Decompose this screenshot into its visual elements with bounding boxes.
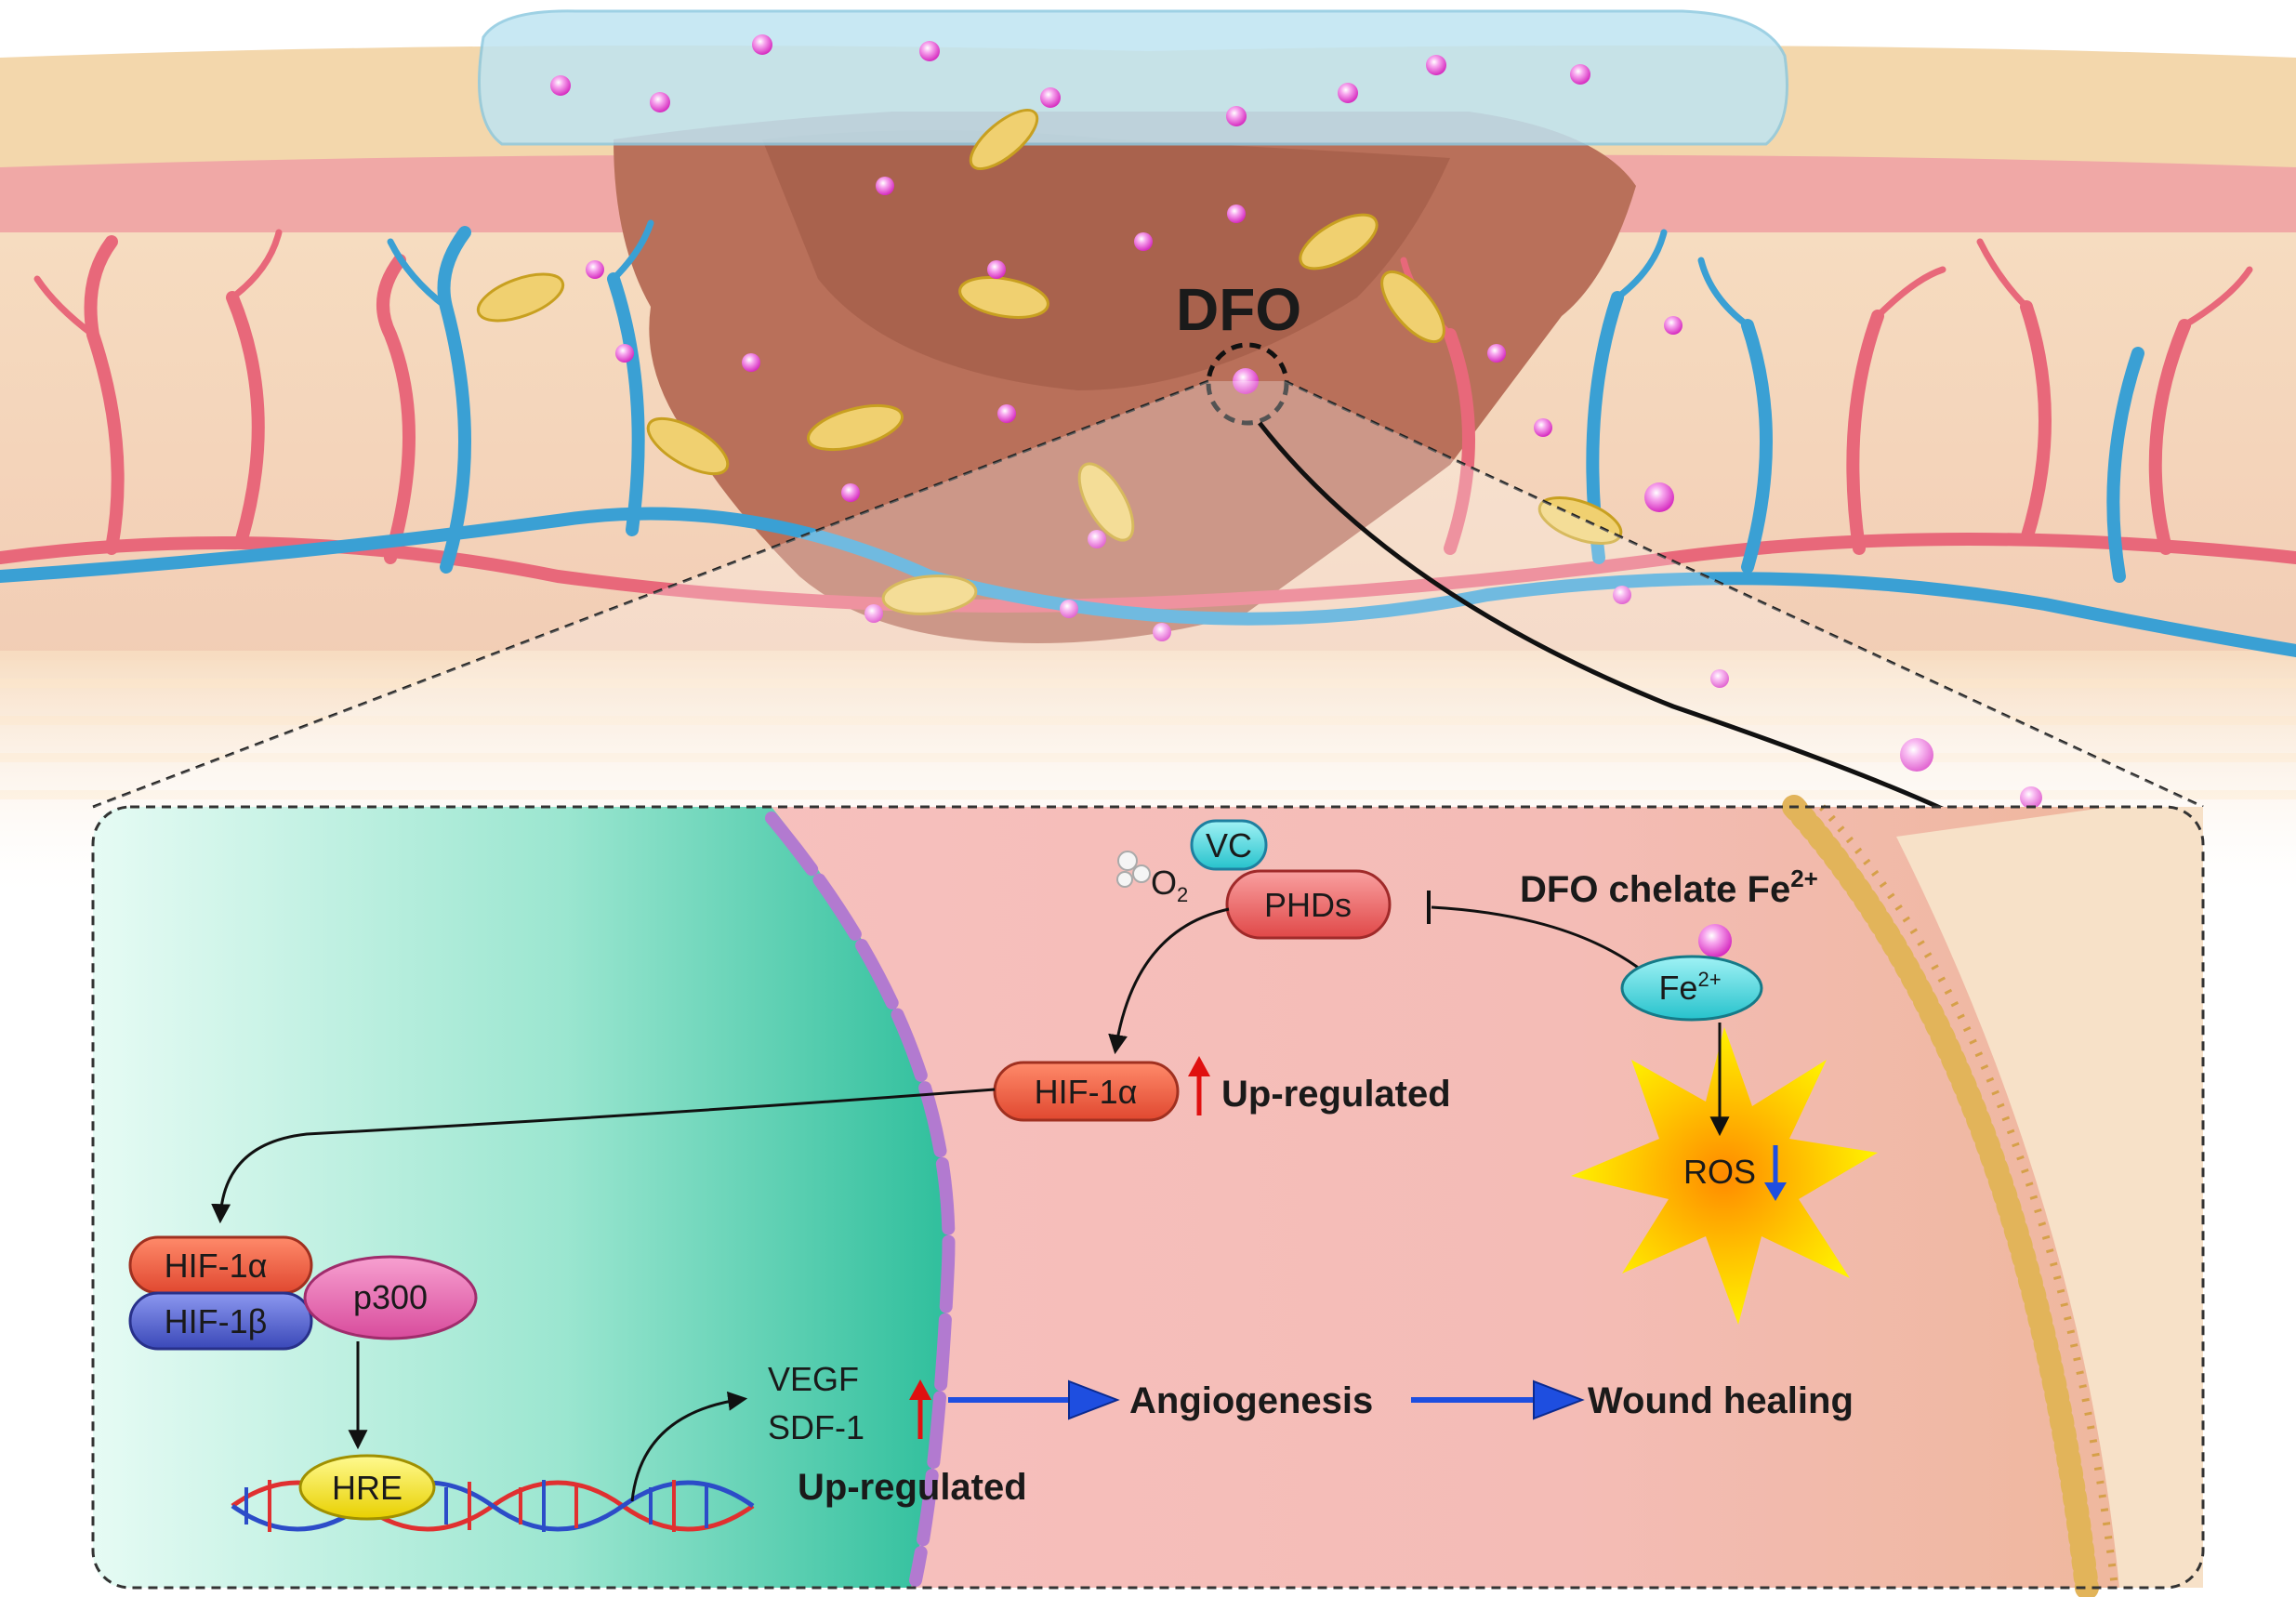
dfo-chelate-label: DFO chelate Fe2+ (1520, 864, 1818, 910)
hif1a-label: HIF-1α (1035, 1073, 1138, 1111)
dna-to-vegf-arrow (630, 1391, 748, 1502)
veins (0, 226, 2296, 657)
fe2-label: Fe2+ (1658, 968, 1721, 1007)
nanoparticles (550, 34, 2090, 896)
arteries (0, 235, 2296, 613)
phds-protein (1225, 869, 1392, 940)
hif1a-subunit-label: HIF-1α (165, 1247, 268, 1285)
skin-cross-section: DFO (0, 9, 2296, 972)
hre-label: HRE (332, 1469, 402, 1507)
wound-healing-label: Wound healing (1588, 1380, 1854, 1421)
oxygen-bubbles-icon (1116, 851, 1151, 888)
fe2-ion (1620, 955, 1763, 1022)
chelated-nanoparticle (1698, 924, 1732, 957)
inhibit-arrow-icon (1431, 905, 1656, 983)
vegf-label: VEGF (768, 1360, 859, 1398)
vc-molecule (1190, 819, 1268, 871)
hif1b-subunit-label: HIF-1β (165, 1302, 268, 1340)
dfo-label: DFO (1176, 276, 1301, 343)
vc-label: VC (1206, 826, 1252, 864)
angiogenesis-label: Angiogenesis (1129, 1380, 1373, 1421)
hydrogel-dressing (478, 9, 1788, 146)
up-arrow-icon (1188, 1056, 1210, 1115)
angiogenesis-to-healing-arrow (1411, 1379, 1585, 1420)
nuclear-envelope (765, 812, 956, 1587)
hif1a-protein (993, 1061, 1180, 1122)
fibroblast-cells (476, 109, 1623, 615)
o2-label: O2 (1151, 864, 1188, 906)
zoom-cone (92, 379, 2204, 809)
hif1b-subunit (128, 1291, 313, 1351)
sdf1-label: SDF-1 (768, 1408, 864, 1446)
hif-translocation-arrow (211, 1088, 996, 1224)
ros-star (1571, 1027, 1878, 1325)
adipose-pattern (0, 679, 2296, 799)
hre-element (298, 1454, 436, 1521)
dfo-zoom-circle (1206, 342, 1289, 426)
upregulated-label-2: Up-regulated (798, 1467, 1027, 1508)
cell-membrane (1782, 795, 2099, 1597)
ros-label: ROS (1683, 1153, 1756, 1191)
p300-label: p300 (353, 1278, 428, 1316)
upregulated-label-1: Up-regulated (1221, 1074, 1451, 1115)
phds-to-hif-arrow (1108, 907, 1230, 1055)
up-arrow-icon (909, 1379, 931, 1439)
vegf-to-angiogenesis-arrow (948, 1379, 1120, 1420)
phds-label: PHDs (1264, 886, 1352, 924)
p300-protein (303, 1255, 478, 1340)
down-arrow-icon (1764, 1145, 1787, 1201)
